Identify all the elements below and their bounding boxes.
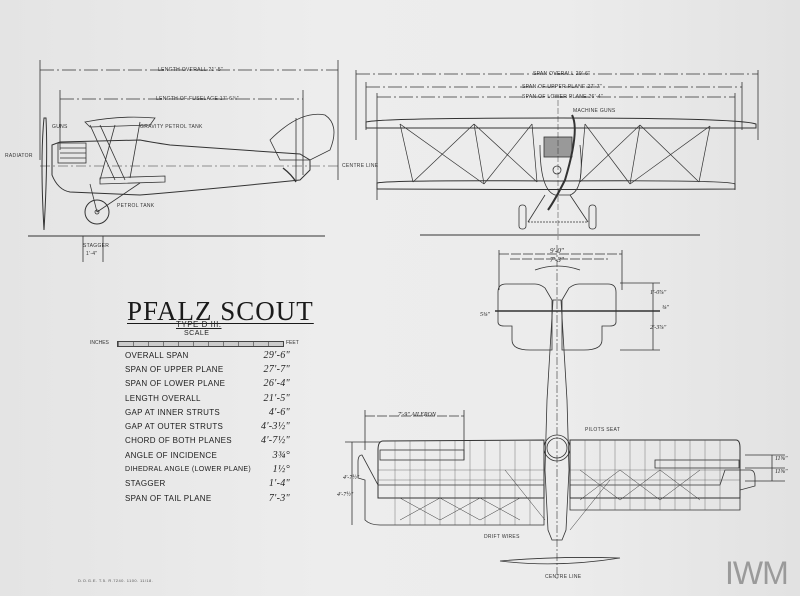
drawing-subtitle: TYPE D III. <box>176 320 222 329</box>
side-view-drawing <box>28 60 340 262</box>
tail-span-inner: 7'-3" <box>550 256 564 264</box>
radiator-label: RADIATOR <box>5 153 33 159</box>
spec-row: SPAN OF LOWER PLANE 26'-4" <box>125 377 290 391</box>
drawing-title: PFALZ SCOUT <box>127 296 314 326</box>
spec-row: GAP AT INNER STRUTS 4'-6" <box>125 405 290 419</box>
petrol-tank-label: PETROL TANK <box>117 203 155 209</box>
length-overall-label: LENGTH OVERALL 21'-5" <box>158 67 223 73</box>
span-upper-label: SPAN OF UPPER PLANE 27'-7" <box>522 84 602 90</box>
spec-row: CHORD OF BOTH PLANES 4'-7½" <box>125 434 290 448</box>
scale-right-unit: FEET <box>286 340 299 346</box>
tail-dim-left: 5⅜" <box>480 312 491 318</box>
centre-line-plan-label: CENTRE LINE <box>545 574 582 580</box>
spec-value: 21'-5" <box>263 392 290 404</box>
spec-value: 7'-3" <box>268 492 290 504</box>
tail-span-outer: 9'-0" <box>550 247 564 255</box>
scale-label: SCALE <box>184 330 210 337</box>
spec-row: SPAN OF UPPER PLANE 27'-7" <box>125 362 290 376</box>
stagger-value: 1'-4" <box>86 251 98 257</box>
spec-name: GAP AT INNER STRUTS <box>125 407 221 417</box>
plan-view-drawing <box>345 245 785 580</box>
spec-row: STAGGER 1'-4" <box>125 477 290 491</box>
stagger-label: STAGGER <box>83 243 110 249</box>
spec-value: 29'-6" <box>263 349 290 361</box>
spec-value: 4'-6" <box>268 406 290 418</box>
tail-dim-small: ⅜" <box>662 305 670 311</box>
chord-left-lower: 4'-7½" <box>337 492 354 498</box>
pilots-seat-label: PILOTS SEAT <box>585 427 621 433</box>
spec-row: LENGTH OVERALL 21'-5" <box>125 391 290 405</box>
spec-row: DIHEDRAL ANGLE (LOWER PLANE) 1½° <box>125 462 290 476</box>
right-dim-upper: 11⅝" <box>775 456 788 462</box>
spec-row: SPAN OF TAIL PLANE 7'-3" <box>125 491 290 505</box>
spec-name: SPAN OF UPPER PLANE <box>125 364 224 374</box>
spec-row: ANGLE OF INCIDENCE 3¾° <box>125 448 290 462</box>
spec-value: 3¾° <box>272 449 290 461</box>
tail-dim-lower: 2'-3⅞" <box>650 325 667 331</box>
spec-name: STAGGER <box>125 479 166 489</box>
spec-value: 1'-4" <box>268 478 290 490</box>
tail-dim-upper: 1'-0⅞" <box>650 290 667 296</box>
spec-name: ANGLE OF INCIDENCE <box>125 450 218 460</box>
spec-name: GAP AT OUTER STRUTS <box>125 422 224 432</box>
scale-left-unit: INCHES <box>90 340 109 346</box>
spec-name: LENGTH OVERALL <box>125 393 201 403</box>
spec-name: CHORD OF BOTH PLANES <box>125 436 232 446</box>
span-lower-label: SPAN OF LOWER PLANE 26'-4" <box>522 94 604 100</box>
machine-guns-label: MACHINE GUNS <box>573 108 616 114</box>
footnote: D.O.G.E. T.5. R.7240. 1100. 11/18. <box>78 578 154 583</box>
front-view-drawing <box>355 70 759 240</box>
spec-row: GAP AT OUTER STRUTS 4'-3½" <box>125 419 290 433</box>
gravity-tank-label: GRAVITY PETROL TANK <box>140 124 203 130</box>
spec-value: 4'-3½" <box>261 421 290 433</box>
span-overall-label: SPAN OVERALL 29'-6" <box>533 71 591 77</box>
spec-value: 26'-4" <box>263 378 290 390</box>
spec-value: 4'-7½" <box>261 435 290 447</box>
scale-bar <box>117 341 284 347</box>
spec-name: SPAN OF TAIL PLANE <box>125 493 212 503</box>
chord-left-upper: 4'-7½" <box>343 475 360 481</box>
spec-name: DIHEDRAL ANGLE (LOWER PLANE) <box>125 466 252 474</box>
iwm-watermark: IWM <box>725 555 789 591</box>
spec-name: SPAN OF LOWER PLANE <box>125 379 226 389</box>
aileron-label: 7'-9" AILERON <box>398 412 436 418</box>
centre-line-label: CENTRE LINE <box>342 163 379 169</box>
specifications-table: OVERALL SPAN 29'-6" SPAN OF UPPER PLANE 27… <box>125 348 290 505</box>
spec-name: OVERALL SPAN <box>125 350 189 360</box>
spec-value: 27'-7" <box>263 363 290 375</box>
length-fuselage-label: LENGTH OF FUSELAGE 17'-6⅞" <box>156 96 239 102</box>
drift-wires-label: DRIFT WIRES <box>484 534 520 540</box>
spec-row: OVERALL SPAN 29'-6" <box>125 348 290 362</box>
spec-value: 1½° <box>272 464 290 476</box>
guns-label: GUNS <box>52 124 68 130</box>
right-dim-lower: 11⅝" <box>775 469 788 475</box>
